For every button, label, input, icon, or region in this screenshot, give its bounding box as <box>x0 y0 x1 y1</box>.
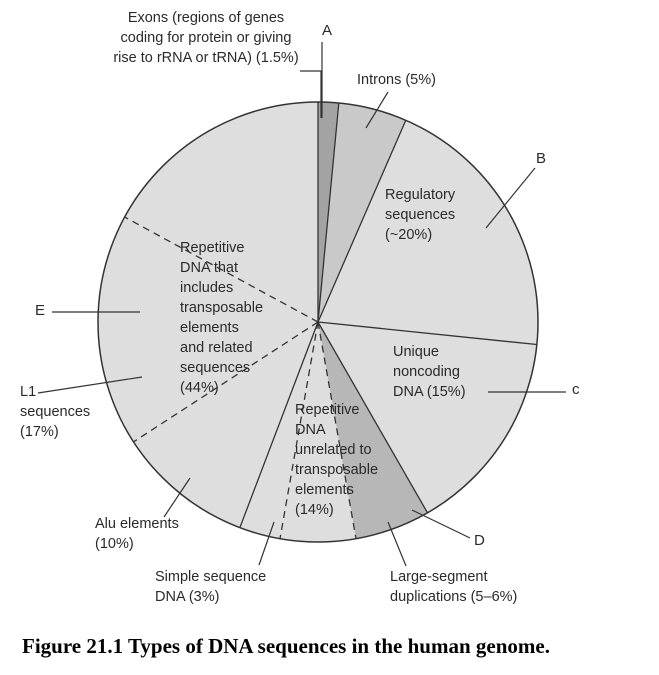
marker-b: B <box>536 150 547 167</box>
leader-d <box>411 509 471 539</box>
leader-introns <box>365 91 389 129</box>
slice-alu <box>133 322 318 528</box>
slice-boundary <box>317 321 429 514</box>
slice-regulatory <box>318 120 538 345</box>
slice-repetitive_unrelated_other <box>279 322 357 542</box>
slice-l1 <box>98 217 318 442</box>
marker-c: c <box>572 381 580 398</box>
pie-outline <box>97 101 539 543</box>
label-l1: L1 sequences (17%) <box>20 384 91 440</box>
leader-l1 <box>37 376 143 394</box>
slice-boundary <box>317 321 357 539</box>
label-large-segment: Large-segment duplications (5–6%) <box>390 569 518 605</box>
slice-simple <box>239 322 318 539</box>
slice-boundary <box>124 216 319 323</box>
label-exons: Exons (regions of genes coding for prote… <box>113 10 299 66</box>
label-repetitive-unrelated: Repetitive DNA unrelated to transposable… <box>295 402 379 518</box>
label-unique: Unique noncoding DNA (15%) <box>393 344 466 400</box>
label-regulatory: Regulatory sequences (~20%) <box>385 187 456 243</box>
marker-e: E <box>35 302 46 319</box>
slice-unique <box>318 322 537 513</box>
leader-large-segment <box>387 521 407 567</box>
slice-boundary <box>317 102 340 323</box>
slice-boundary <box>317 321 537 346</box>
leader-exons <box>300 70 322 118</box>
slice-boundary <box>317 120 407 323</box>
label-repetitive-transposable: Repetitive DNA that includes transposabl… <box>180 240 264 396</box>
slice-boundary <box>133 321 319 443</box>
label-simple: Simple sequence DNA (3%) <box>155 569 267 605</box>
marker-d: D <box>474 532 485 549</box>
leader-b <box>485 167 536 229</box>
leader-simple <box>258 521 275 566</box>
label-introns: Introns (5%) <box>357 72 436 88</box>
slice-large_segment <box>318 322 428 539</box>
leader-alu <box>163 477 191 518</box>
slice-boundary <box>239 321 319 528</box>
slice-introns <box>318 102 406 322</box>
slice-boundary <box>279 321 319 539</box>
figure-caption: Figure 21.1 Types of DNA sequences in th… <box>22 634 550 658</box>
marker-a: A <box>322 22 333 39</box>
label-alu: Alu elements (10%) <box>95 516 179 552</box>
